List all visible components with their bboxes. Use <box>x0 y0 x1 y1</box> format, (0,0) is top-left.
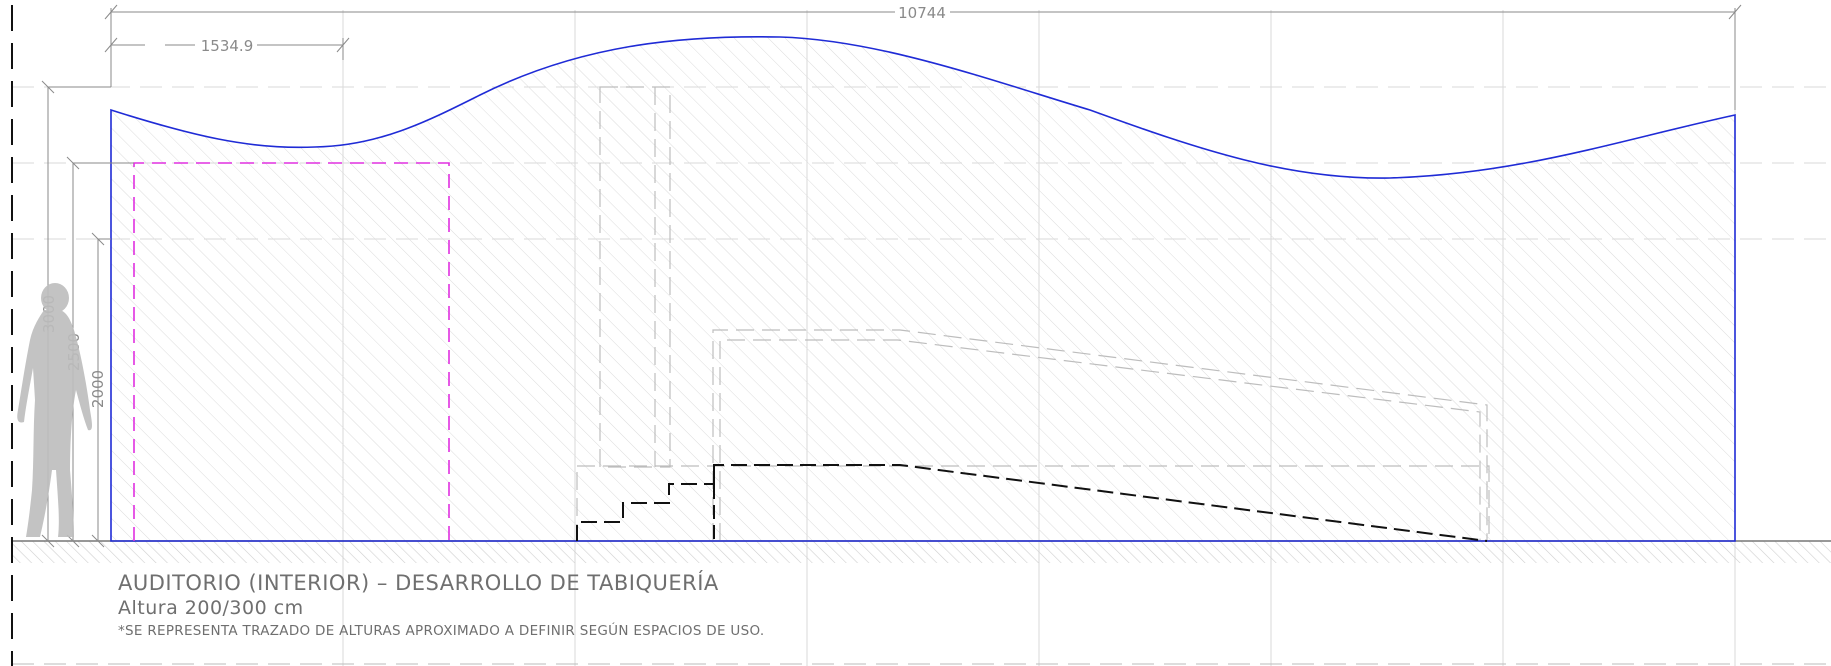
drawing-subtitle: Altura 200/300 cm <box>118 597 304 619</box>
drawing-note: *SE REPRESENTA TRAZADO DE ALTURAS APROXI… <box>118 623 765 639</box>
stair-ramp-outline <box>576 464 1488 542</box>
title-block: AUDITORIO (INTERIOR) – DESARROLLO DE TAB… <box>118 570 764 642</box>
human-figure-scale-icon <box>17 283 92 537</box>
dimension-total-width <box>104 4 1742 110</box>
height-2000-label: 2000 <box>89 370 107 408</box>
partial-width-label: 1534.9 <box>201 37 254 55</box>
drawing-title: AUDITORIO (INTERIOR) – DESARROLLO DE TAB… <box>118 571 719 595</box>
structure-outline-grey <box>576 86 1490 542</box>
wall-outline <box>110 35 1736 542</box>
total-width-label: 10744 <box>898 4 946 22</box>
wall-hatch-fill <box>111 36 1735 541</box>
dimension-partial-width <box>104 37 350 60</box>
door-opening-outline <box>133 162 450 541</box>
ground-hatch <box>12 541 1831 563</box>
